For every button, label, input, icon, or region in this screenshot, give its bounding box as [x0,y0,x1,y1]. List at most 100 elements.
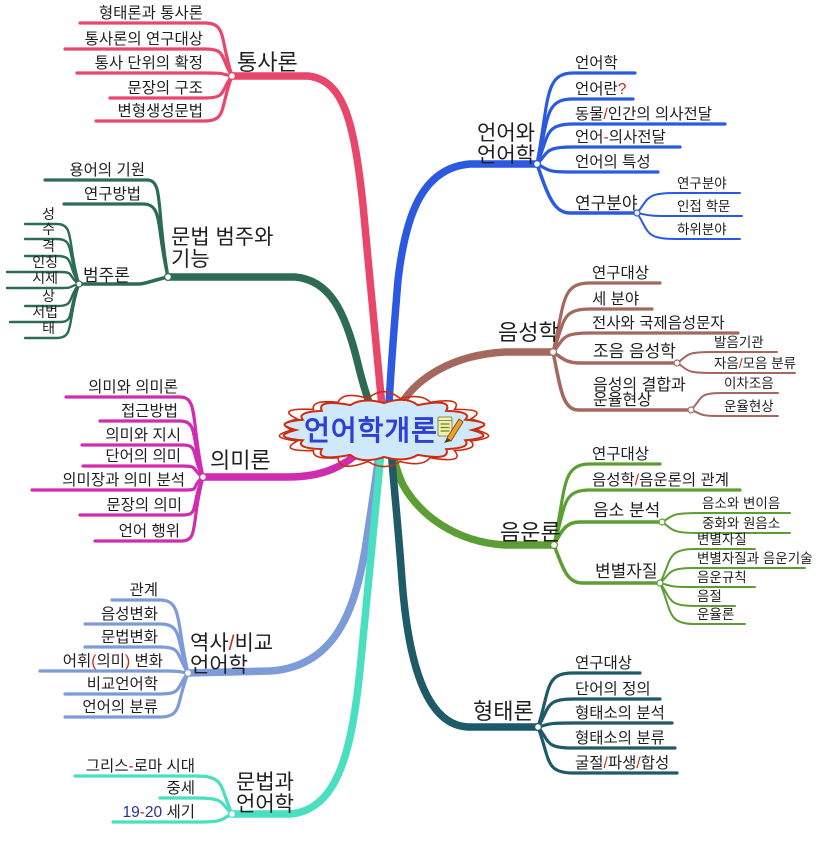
node-label[interactable]: 발음기관 [714,335,764,350]
node-connector [78,21,234,78]
node-label[interactable]: 운율론 [697,607,734,622]
node-label[interactable]: 의미와 지시 [105,426,181,444]
node-label[interactable]: 자음/모음 분류 [714,356,796,371]
node-label[interactable]: 의미와 의미론 [88,378,178,396]
node-label[interactable]: 용어의 기원 [69,161,145,179]
node-label[interactable]: 단어의 정의 [575,680,651,698]
node-label[interactable]: 어휘(의미) 변화 [63,652,163,670]
junction-dot [658,518,666,526]
node-label[interactable]: 단어의 의미 [105,447,181,465]
node-label[interactable]: 연구대상 [592,445,649,463]
node-label[interactable]: 음성학/음운론의 관계 [592,471,729,489]
center-topic-label[interactable]: 언어학개론 [304,415,438,446]
node-label[interactable]: 문장의 의미 [106,496,182,514]
subnode-label[interactable]: 운율현상 [593,391,652,409]
node-connector [551,307,654,354]
node-label[interactable]: 19-20 세기 [123,803,196,821]
subnode-connector [552,520,664,547]
node-label[interactable]: 음절 [697,589,722,604]
node-label[interactable]: 성 [42,206,55,222]
subnode-connector [551,350,693,412]
subnode-label[interactable]: 연구분야 [575,194,638,213]
node-label[interactable]: 문장의 구조 [127,79,203,97]
node-connector [62,202,170,279]
node-connector [63,671,190,719]
subnode-label[interactable]: 음성의 결합과 [593,376,686,394]
node-label[interactable]: 태 [42,320,55,336]
node-label[interactable]: 동물/인간의 의사전달 [575,105,712,123]
subnode-label[interactable]: 조음 음성학 [593,342,676,361]
node-label[interactable]: 굴절/파생/합성 [575,754,669,772]
center-topic[interactable]: 언어학개론 [278,390,490,468]
node-connector [552,488,742,547]
subnode-connector [552,543,662,585]
node-label[interactable]: 비교언어학 [87,675,158,693]
branch-syntax-label[interactable]: 통사론 [237,50,298,75]
node-label[interactable]: 언어-의사전달 [575,128,666,146]
junction-dot [184,668,193,677]
node-label[interactable]: 형태소의 분석 [575,704,665,722]
node-label[interactable]: 격 [42,238,55,254]
junction-dot [533,722,542,731]
subnode-label[interactable]: 음소 분석 [593,501,660,520]
subnode-connector [535,162,639,215]
node-label[interactable]: 중세 [166,779,195,797]
subnode-label[interactable]: 변별자질 [595,562,658,581]
node-label[interactable]: 음소와 변이음 [702,496,780,511]
node-label[interactable]: 중화와 원음소 [702,516,780,531]
node-label[interactable]: 하위분야 [677,222,727,237]
branch-grammar-linguistics-label[interactable]: 언어학 [236,793,294,816]
branch-grammar-category-label[interactable]: 기능 [171,248,210,271]
node-label[interactable]: 인칭 [32,254,58,270]
node-label[interactable]: 연구방법 [84,185,141,203]
node-label[interactable]: 문법변화 [101,628,158,646]
node-label[interactable]: 이차조음 [724,376,774,391]
node-label[interactable]: 그리스-로마 시대 [86,757,195,775]
junction-dot [633,209,641,217]
branch-semantics-label[interactable]: 의미론 [210,448,271,473]
node-label[interactable]: 변별자질과 음운기술 [697,551,813,566]
node-label[interactable]: 상 [42,288,55,304]
branch-historical-label[interactable]: 언어학 [190,654,248,677]
node-label[interactable]: 수 [42,221,55,237]
node-label[interactable]: 의미장과 의미 분석 [62,471,185,489]
junction-layer [75,71,695,818]
branch-language-linguistics-label[interactable]: 언어와 [477,122,535,145]
node-label[interactable]: 통사론의 연구대상 [85,30,203,48]
branch-grammar-category-label[interactable]: 문법 범주와 [171,226,273,249]
node-label[interactable]: 언어의 분류 [82,698,158,716]
node-label[interactable]: 세 분야 [592,290,639,308]
node-connector [93,475,205,543]
node-label[interactable]: 접근방법 [121,402,178,420]
node-label[interactable]: 변별자질 [697,532,747,547]
branch-language-linguistics-label[interactable]: 언어학 [477,144,535,167]
branch-phonetics-label[interactable]: 음성학 [498,320,559,345]
node-label[interactable]: 언어란? [575,80,627,98]
node-label[interactable]: 연구대상 [592,264,649,282]
node-label[interactable]: 연구분야 [677,176,727,191]
subnode-label[interactable]: 범주론 [83,266,130,285]
node-label[interactable]: 형태소의 분류 [575,729,665,747]
branch-morphology-label[interactable]: 형태론 [473,699,534,724]
node-label[interactable]: 인접 학문 [677,199,730,214]
node-label[interactable]: 전사와 국제음성문자 [592,314,725,332]
node-label[interactable]: 언어학 [575,54,618,72]
node-label[interactable]: 관계 [129,581,158,599]
node-label[interactable]: 음운규칙 [697,570,747,585]
node-label[interactable]: 형태론과 통사론 [99,4,203,22]
junction-dot [548,348,557,357]
branch-phonology-label[interactable]: 음운론 [500,520,561,545]
junction-dot [199,473,208,482]
node-label[interactable]: 통사 단위의 확정 [95,54,203,72]
node-connector [23,254,81,286]
node-label[interactable]: 시제 [32,270,58,286]
node-label[interactable]: 연구대상 [575,654,632,672]
node-label[interactable]: 서법 [32,304,58,320]
node-label[interactable]: 음성변화 [101,605,158,623]
node-label[interactable]: 변형생성문법 [117,102,203,120]
node-label[interactable]: 언어 행위 [119,522,180,540]
node-label[interactable]: 운율현상 [724,399,774,414]
node-label[interactable]: 언어의 특성 [575,153,651,171]
branch-historical-label[interactable]: 역사/비교 [190,632,273,655]
branch-grammar-linguistics-label[interactable]: 문법과 [236,771,294,794]
